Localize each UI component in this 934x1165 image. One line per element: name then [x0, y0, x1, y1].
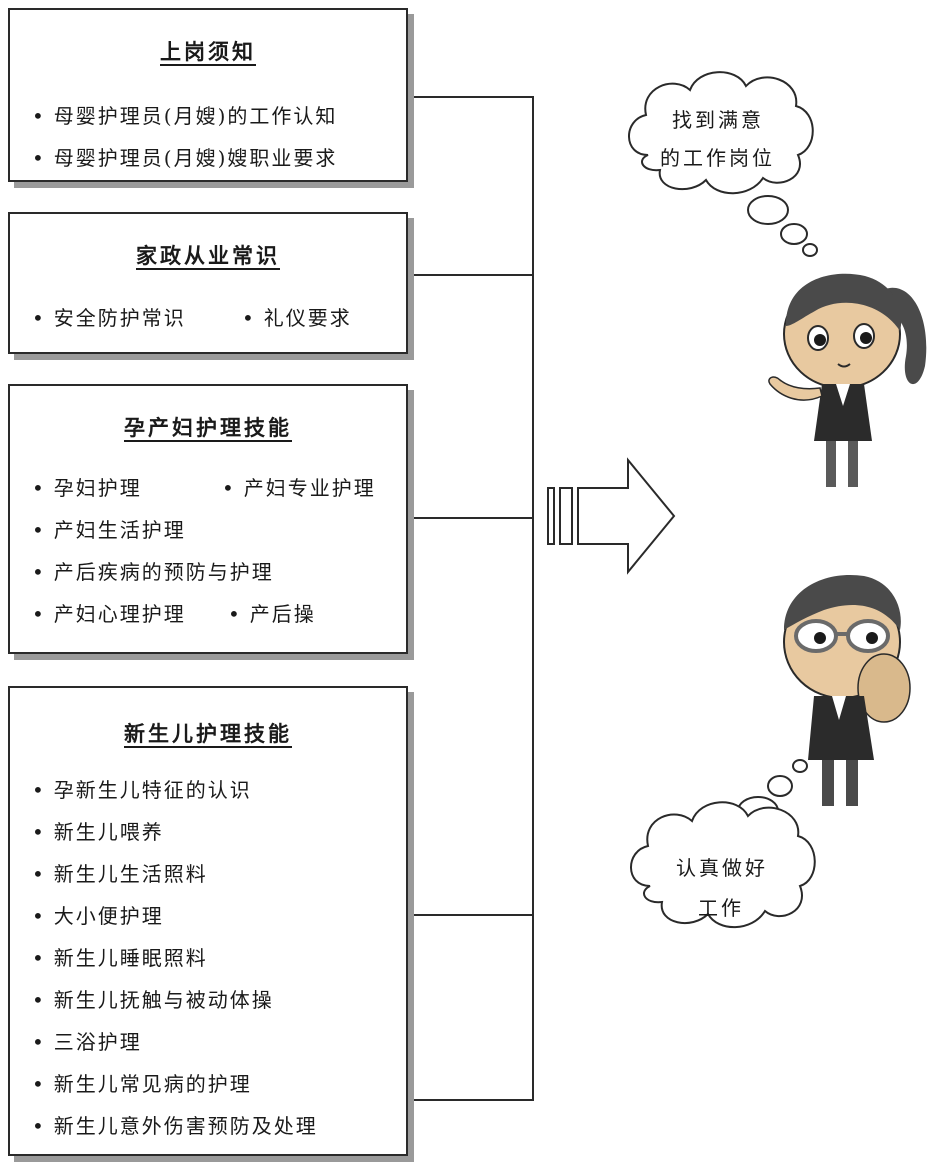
section-box-housekeeping: 家政从业常识 安全防护常识 礼仪要求	[8, 212, 408, 354]
list-item: 产妇生活护理	[32, 514, 186, 543]
list-item: 母婴护理员(月嫂)嫂职业要求	[32, 142, 337, 171]
list-item: 新生儿意外伤害预防及处理	[32, 1110, 318, 1139]
list-item: 产妇心理护理	[32, 598, 186, 627]
section-title: 家政从业常识	[136, 243, 280, 268]
thought-text-man-line2: 工作	[698, 896, 744, 920]
right-arrow	[547, 457, 676, 575]
list-item: 礼仪要求	[242, 302, 352, 331]
list-item: 孕新生儿特征的认识	[32, 774, 252, 803]
list-item: 母婴护理员(月嫂)的工作认知	[32, 100, 337, 129]
list-item: 孕妇护理	[32, 472, 142, 501]
section-box-job-notice: 上岗须知 母婴护理员(月嫂)的工作认知 母婴护理员(月嫂)嫂职业要求	[8, 8, 408, 182]
list-item: 大小便护理	[32, 900, 164, 929]
list-item: 产后操	[228, 598, 316, 627]
section-title: 新生儿护理技能	[124, 721, 292, 746]
list-item: 三浴护理	[32, 1026, 142, 1055]
list-item: 新生儿生活照料	[32, 858, 208, 887]
thought-text-woman-line1: 找到满意	[672, 108, 764, 132]
list-item: 安全防护常识	[32, 302, 186, 331]
woman-illustration	[768, 273, 927, 487]
list-item: 新生儿睡眠照料	[32, 942, 208, 971]
section-box-maternal-care: 孕产妇护理技能 孕妇护理 产妇专业护理 产妇生活护理 产后疾病的预防与护理 产妇…	[8, 384, 408, 654]
list-item: 产妇专业护理	[222, 472, 376, 501]
list-item: 新生儿喂养	[32, 816, 164, 845]
section-title: 上岗须知	[160, 39, 256, 64]
thought-text-man-line1: 认真做好	[676, 856, 768, 880]
man-illustration	[783, 574, 911, 806]
thought-cloud-man	[630, 759, 816, 929]
list-item: 新生儿常见病的护理	[32, 1068, 252, 1097]
section-title: 孕产妇护理技能	[124, 415, 292, 440]
list-item: 产后疾病的预防与护理	[32, 556, 274, 585]
thought-cloud-woman	[628, 71, 818, 257]
section-box-newborn-care: 新生儿护理技能 孕新生儿特征的认识 新生儿喂养 新生儿生活照料 大小便护理 新生…	[8, 686, 408, 1156]
list-item: 新生儿抚触与被动体操	[32, 984, 274, 1013]
thought-text-woman-line2: 的工作岗位	[660, 146, 775, 170]
